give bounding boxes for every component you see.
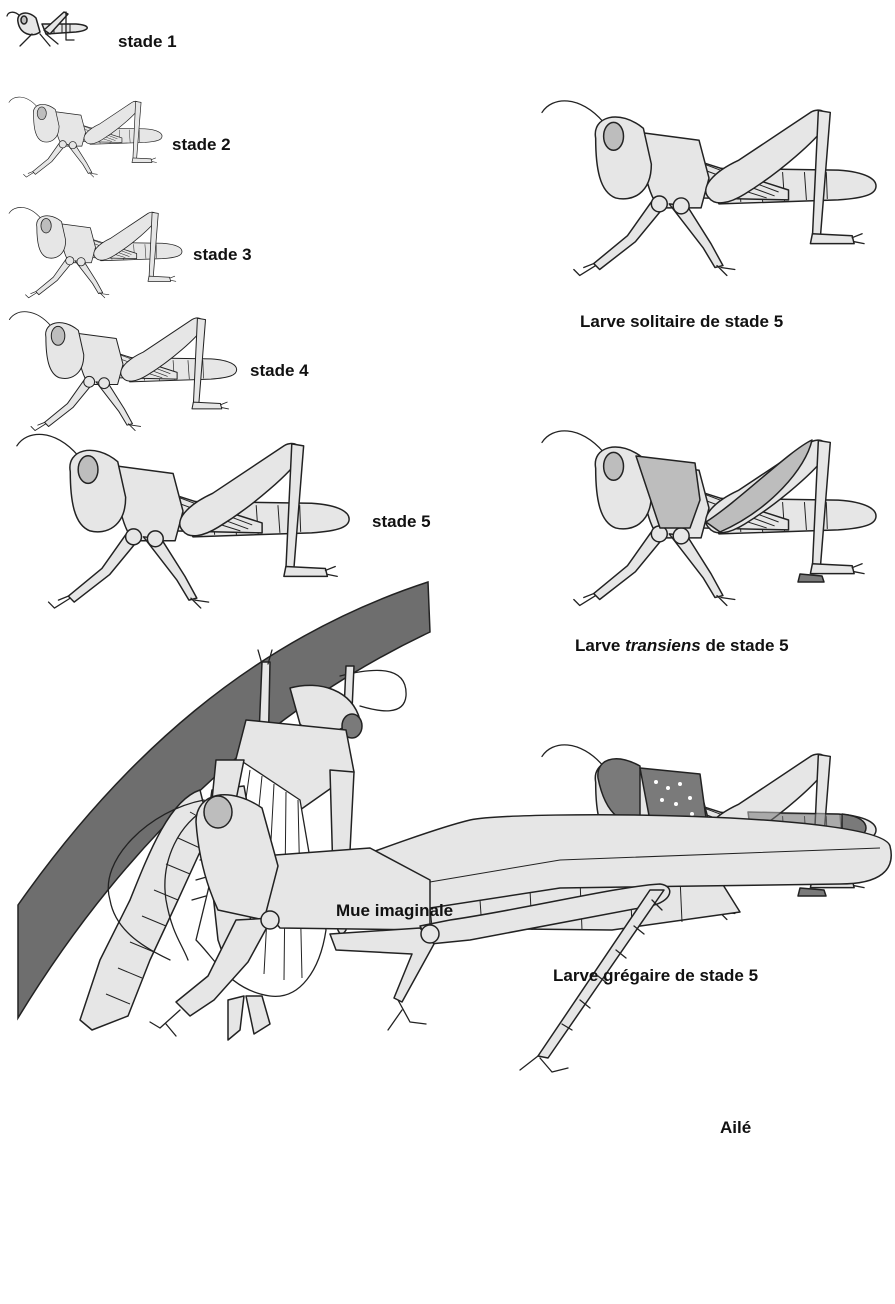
- transiens-label-suffix: de stade 5: [705, 636, 788, 655]
- stage-3-label: stade 3: [193, 245, 252, 265]
- gregarious-label: Larve grégaire de stade 5: [553, 966, 758, 986]
- stage-4-label: stade 4: [250, 361, 309, 381]
- stage-4-hopper: [9, 312, 236, 431]
- transiens-hopper: [542, 431, 876, 606]
- transiens-label-prefix: Larve: [575, 636, 620, 655]
- transiens-label: Larve transiens de stade 5: [575, 636, 789, 656]
- adult-label: Ailé: [720, 1118, 751, 1138]
- moult-label: Mue imaginale: [336, 901, 453, 921]
- stage-2-label: stade 2: [172, 135, 231, 155]
- stage-3-hopper: [9, 207, 182, 297]
- stage-1-label: stade 1: [118, 32, 177, 52]
- solitary-hopper: [542, 101, 876, 276]
- transiens-label-term: transiens: [625, 636, 701, 655]
- stage-5-hopper: [17, 434, 349, 608]
- stage-5-label: stade 5: [372, 512, 431, 532]
- stage-2-hopper: [9, 97, 162, 177]
- solitary-label: Larve solitaire de stade 5: [580, 312, 783, 332]
- stage-1-hopper: [7, 12, 87, 46]
